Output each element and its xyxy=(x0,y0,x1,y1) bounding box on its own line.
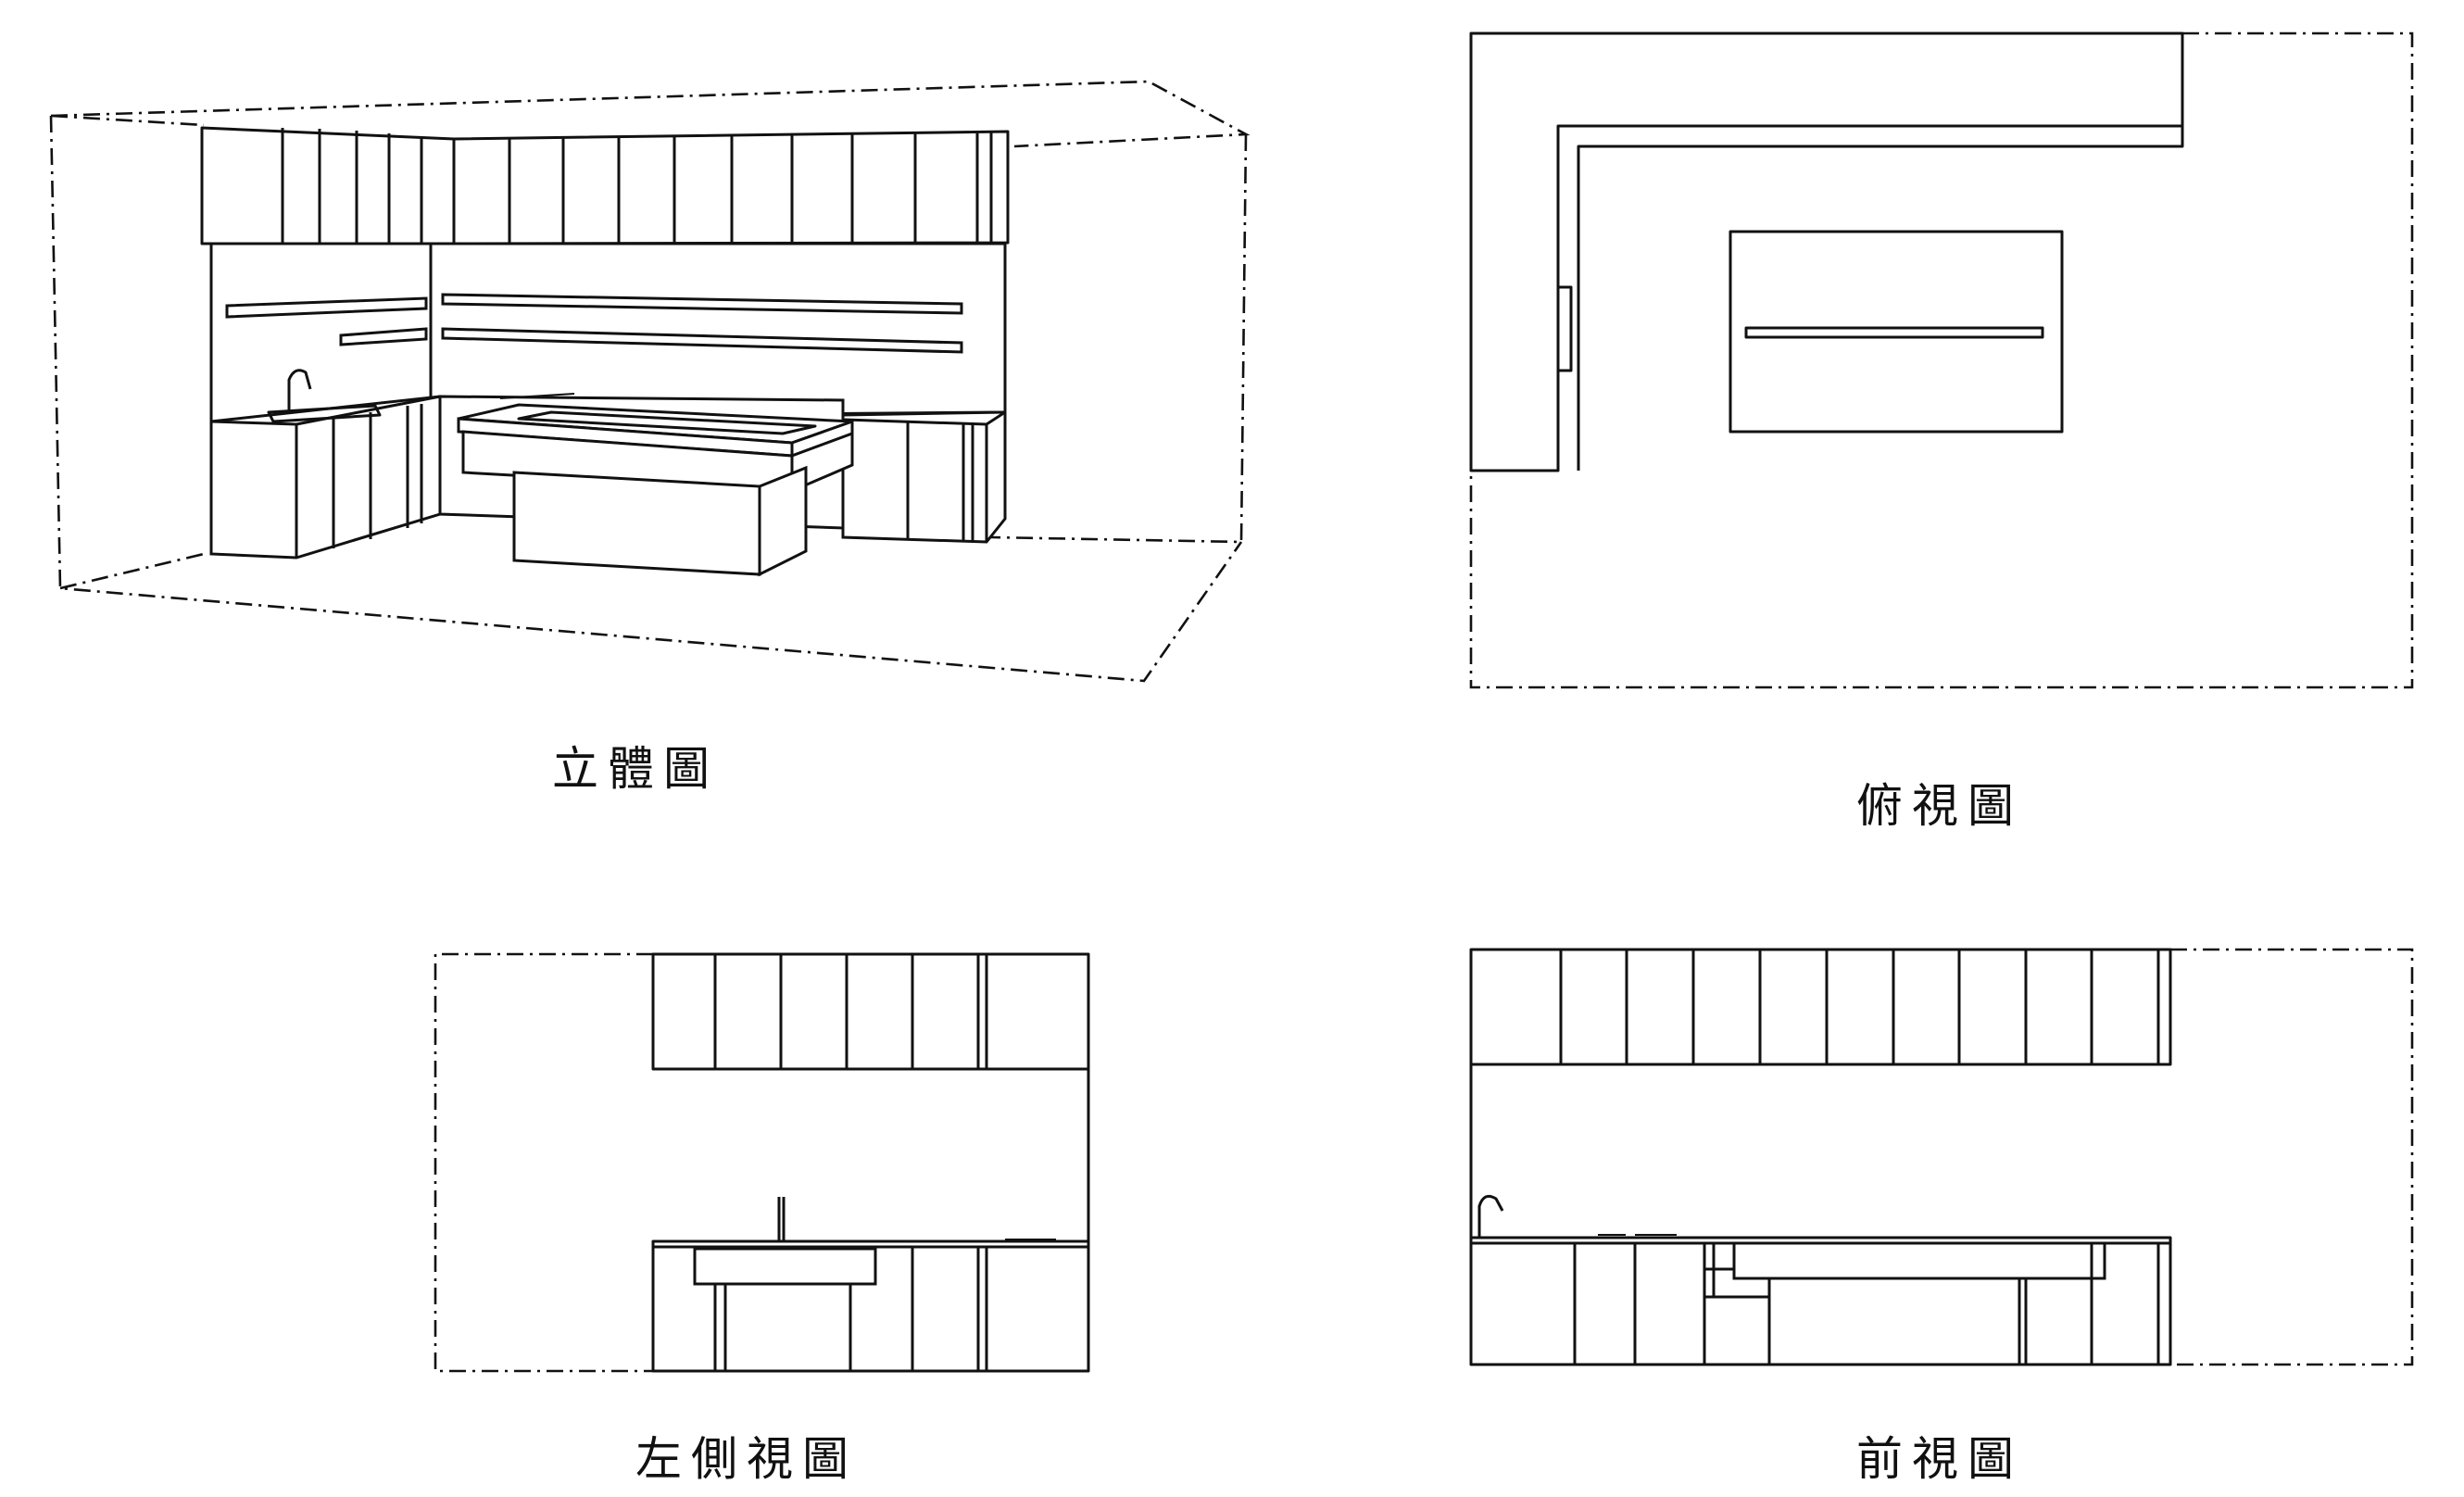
top-view-drawing xyxy=(1469,31,2414,689)
iso-caption: 立體圖 xyxy=(552,742,719,796)
left-side-view xyxy=(408,926,1112,1390)
left-side-caption: 左側視圖 xyxy=(635,1432,858,1486)
front-caption: 前視圖 xyxy=(1856,1432,2023,1486)
shelves xyxy=(225,293,963,354)
room-outline xyxy=(434,952,653,1373)
top-view xyxy=(1445,0,2464,723)
upper-cabinets xyxy=(200,126,1010,245)
isometric-view xyxy=(0,0,1297,704)
left-base-cabinets xyxy=(209,369,442,560)
left-side-view-drawing xyxy=(434,952,1090,1373)
room-outline xyxy=(2170,948,2414,1366)
upper-cabinets xyxy=(651,952,1090,1371)
base-cabinets xyxy=(651,1197,1090,1373)
room-outline xyxy=(1469,31,2414,689)
front-view-drawing xyxy=(1469,948,2414,1366)
island xyxy=(457,393,854,577)
base-cabinets xyxy=(1469,1194,2172,1366)
counter-l-shape xyxy=(1469,31,2184,472)
island-top xyxy=(1729,230,2064,434)
front-view xyxy=(1445,926,2464,1390)
room-outline xyxy=(49,80,1251,683)
isometric-view-drawing xyxy=(49,80,1251,683)
top-caption: 俯視圖 xyxy=(1856,779,2023,833)
backsplash xyxy=(209,242,1007,423)
